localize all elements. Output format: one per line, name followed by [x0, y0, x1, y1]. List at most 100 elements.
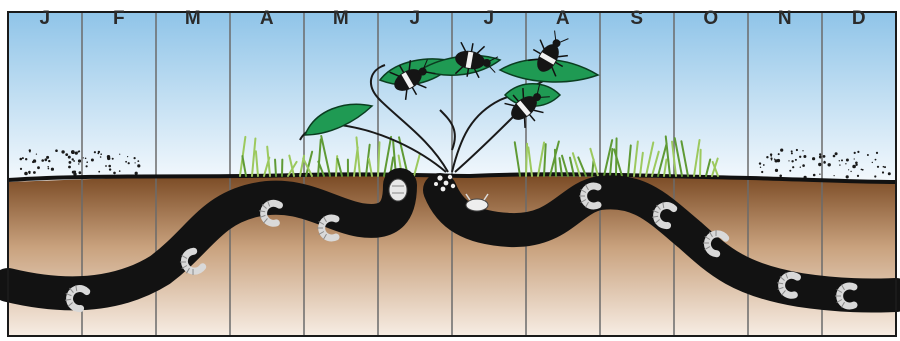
speckle — [883, 166, 885, 168]
speckle — [852, 165, 856, 169]
speckle — [72, 171, 75, 174]
speckle — [29, 172, 31, 174]
speckle — [760, 167, 761, 168]
speckle — [33, 171, 36, 174]
speckle — [823, 155, 826, 158]
speckle — [46, 156, 49, 159]
speckle — [105, 165, 107, 167]
speckle — [65, 153, 68, 156]
speckle — [78, 159, 81, 162]
month-label: J — [8, 8, 83, 30]
speckle — [839, 164, 840, 165]
speckle — [83, 157, 84, 158]
speckle — [100, 156, 102, 158]
month-label: A — [230, 8, 305, 30]
speckle — [796, 149, 798, 151]
month-label: O — [674, 8, 749, 30]
speckle — [802, 150, 803, 151]
speckle — [32, 161, 34, 163]
speckle — [61, 150, 64, 153]
speckle — [812, 157, 815, 160]
speckle — [766, 156, 768, 158]
speckle — [119, 154, 120, 155]
speckle — [763, 164, 765, 166]
speckle — [833, 155, 836, 158]
speckle — [20, 158, 23, 161]
speckle — [828, 163, 831, 166]
speckle — [29, 151, 31, 153]
speckle — [834, 175, 835, 176]
month-label: D — [822, 8, 897, 30]
speckle — [113, 172, 116, 175]
speckle — [777, 159, 780, 162]
speckle — [779, 175, 782, 178]
speckle — [25, 158, 27, 160]
speckle — [135, 172, 138, 175]
speckle — [839, 160, 840, 161]
speckle — [72, 158, 74, 160]
speckle — [24, 172, 28, 176]
speckle — [818, 163, 821, 166]
speckle — [823, 161, 826, 164]
speckle — [882, 171, 884, 173]
speckle — [848, 169, 849, 170]
speckle — [68, 166, 71, 169]
speckle — [125, 161, 127, 163]
speckle — [888, 172, 891, 175]
speckle — [854, 158, 855, 159]
speckle — [874, 175, 876, 177]
speckle — [774, 159, 775, 160]
speckle — [68, 156, 71, 159]
speckle — [799, 156, 801, 158]
speckle — [791, 160, 793, 162]
speckle — [71, 150, 75, 154]
speckle — [884, 166, 886, 168]
speckle — [85, 158, 87, 160]
speckle — [835, 152, 838, 155]
speckle — [761, 171, 763, 173]
grass-blade — [275, 160, 276, 176]
speckle — [803, 155, 806, 158]
grass-blade — [526, 144, 527, 176]
speckle — [877, 166, 879, 168]
speckle — [800, 167, 801, 168]
speckle — [119, 170, 121, 172]
speckle — [48, 168, 50, 170]
speckle — [73, 160, 75, 162]
speckle — [846, 175, 849, 178]
speckle — [138, 166, 140, 168]
speckle — [91, 159, 94, 162]
month-label: M — [156, 8, 231, 30]
speckle — [86, 161, 88, 163]
speckle — [792, 166, 794, 168]
speckle — [841, 159, 843, 161]
speckle — [41, 159, 44, 162]
month-label: J — [452, 8, 527, 30]
speckle — [857, 151, 859, 153]
speckle — [107, 157, 110, 160]
speckle — [37, 166, 40, 169]
month-label: S — [600, 8, 675, 30]
speckle — [86, 165, 88, 167]
speckle — [47, 166, 49, 168]
speckle — [22, 157, 24, 159]
speckle — [802, 164, 805, 167]
speckle — [48, 160, 50, 162]
speckle — [97, 153, 99, 155]
speckle — [134, 157, 136, 159]
speckle — [778, 153, 780, 155]
speckle — [861, 169, 863, 171]
speckle — [135, 162, 136, 163]
speckle — [44, 158, 47, 161]
speckle — [775, 169, 778, 172]
speckle — [846, 159, 849, 162]
speckle — [771, 159, 772, 160]
speckle — [876, 152, 878, 154]
month-label: A — [526, 8, 601, 30]
speckle — [98, 171, 100, 173]
speckle — [791, 150, 793, 152]
speckle — [78, 151, 80, 153]
speckle — [36, 154, 37, 155]
speckle — [51, 168, 54, 171]
